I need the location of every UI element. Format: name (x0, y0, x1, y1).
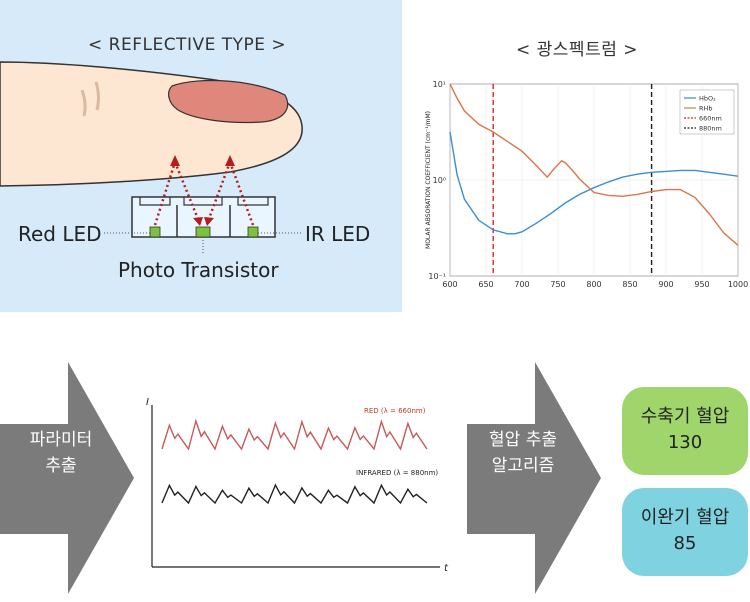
photo-transistor-label: Photo Transistor (118, 258, 279, 282)
red-wave-line (161, 418, 428, 451)
x-tick-label: 600 (442, 280, 457, 289)
legend-entry: HbO₂ (699, 95, 716, 103)
legend-entry: RHb (699, 105, 713, 113)
x-tick-label: 850 (622, 280, 637, 289)
ir-led (247, 226, 259, 238)
x-tick-label: 900 (658, 280, 673, 289)
ir-wave-label: INFRARED (λ = 880nm) (356, 469, 438, 477)
systolic-value: 130 (667, 432, 703, 453)
red-led-label: Red LED (18, 222, 102, 246)
light-paths (153, 161, 255, 226)
x-tick-label: 750 (550, 280, 565, 289)
ir-wave-line (161, 483, 428, 505)
spectrum-chart: 600 650 700 750 800 850 900 950 1000 10¹ 10⁰ 10⁻¹ MO… (425, 80, 748, 289)
waveform-x-label: t (444, 563, 449, 574)
flow-step2-label: 혈압 추출 알고리즘 (489, 430, 557, 476)
flow-arrow-1 (0, 362, 134, 594)
x-tick-label: 950 (694, 280, 709, 289)
fingernail (168, 79, 289, 124)
sensor-panel-title: < REFLECTIVE TYPE > (88, 35, 287, 55)
y-tick-label: 10¹ (433, 80, 446, 89)
y-axis-label: MOLAR ABSORATION COEFFICIENT (cm⁻¹/mM) (425, 111, 432, 249)
systolic-result: 수축기 혈압 130 (622, 387, 748, 475)
legend-entry: 660nm (699, 115, 722, 123)
diastolic-result: 이완기 혈압 85 (622, 488, 748, 576)
spectrum-panel: < 광스펙트럼 > 600 650 700 750 800 850 900 950 1000 10… (402, 0, 750, 312)
spectrum-panel-title: < 광스펙트럼 > (516, 40, 638, 60)
legend-entry: 880nm (699, 125, 722, 133)
waveform-y-label: I (146, 397, 149, 408)
finger (0, 61, 303, 187)
series-line-1 (449, 83, 739, 246)
flow-step1-label: 파라미터 추출 (29, 430, 93, 476)
x-tick-label: 650 (478, 280, 493, 289)
y-tick-label: 10⁻¹ (428, 272, 446, 281)
flow-arrow-2 (467, 362, 601, 594)
ir-led-label: IR LED (305, 222, 371, 246)
systolic-label: 수축기 혈압 (640, 406, 730, 427)
x-tick-label: 700 (514, 280, 529, 289)
y-tick-label: 10⁰ (433, 176, 446, 185)
diastolic-value: 85 (673, 533, 697, 554)
red-led (149, 226, 161, 238)
legend-box (679, 89, 735, 135)
photo-transistor (195, 226, 211, 238)
red-wave-label: RED (λ = 660nm) (364, 407, 426, 415)
finger-illustration (0, 61, 303, 255)
diastolic-label: 이완기 혈압 (640, 507, 730, 528)
reflective-sensor-panel: < REFLECTIVE TYPE > (0, 0, 402, 312)
x-tick-label: 1000 (728, 280, 748, 289)
x-tick-label: 800 (586, 280, 601, 289)
series-line-0 (449, 131, 739, 235)
ppg-waveform: I t RED (λ = 660nm) INFRARED (λ = 880nm) (146, 397, 449, 574)
